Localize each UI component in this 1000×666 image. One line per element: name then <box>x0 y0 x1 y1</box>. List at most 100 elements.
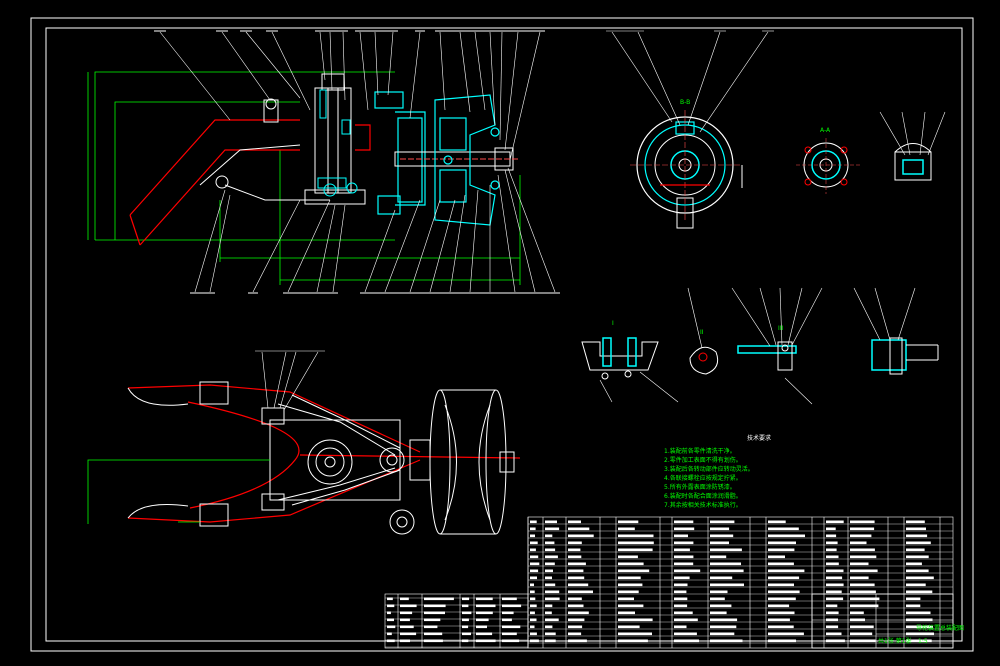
parts-list-entry <box>710 618 738 622</box>
plan-view <box>87 350 521 535</box>
parts-list-entry <box>768 632 804 636</box>
parts-list-entry <box>710 562 741 566</box>
parts-list-entry <box>710 604 732 608</box>
parts-list-entry <box>826 576 843 580</box>
parts-list-entry <box>545 569 553 573</box>
parts-list-entry <box>568 604 584 608</box>
parts-list-entry <box>545 562 555 566</box>
parts-list-entry <box>768 611 795 615</box>
parts-list-entry <box>424 611 445 615</box>
linkage-arm <box>129 119 371 246</box>
parts-list-entry <box>400 625 414 629</box>
parts-list-entry <box>530 618 537 622</box>
parts-list-entry <box>674 548 690 552</box>
parts-list-entry <box>768 604 790 608</box>
parts-list-entry <box>674 639 699 643</box>
plan-green-guides <box>87 459 270 524</box>
parts-list-entry <box>906 639 932 643</box>
vertical-cylinder <box>304 73 366 205</box>
parts-list-entry <box>850 611 864 615</box>
parts-list-entry <box>424 625 438 629</box>
parts-list-entry <box>476 597 493 601</box>
parts-list-entry <box>424 604 446 608</box>
parts-list-entry <box>568 520 581 524</box>
technical-notes: 技术要求 1.装配前各零件清洗干净。 2.零件加工表面不得有划伤。 3.装配后各… <box>664 434 771 509</box>
parts-list-entry <box>710 611 727 615</box>
parts-list-entry <box>545 625 553 629</box>
parts-list-entry <box>618 625 640 629</box>
parts-list-entry <box>618 611 635 615</box>
parts-list-entry <box>530 534 535 538</box>
parts-list-entry <box>618 548 653 552</box>
parts-list-entry <box>710 590 728 594</box>
parts-list-entry <box>710 520 735 524</box>
parts-list-entry <box>850 534 872 538</box>
parts-list-entry <box>530 611 535 615</box>
parts-list-entry <box>906 625 933 629</box>
note-line-1: 1.装配前各零件清洗干净。 <box>664 447 736 455</box>
parts-list-entry <box>502 632 517 636</box>
title-block: 导轮装置总装配图 1:5 共1张 第1张 <box>811 593 964 649</box>
parts-list-entry <box>568 583 589 587</box>
parts-list-entry <box>476 632 493 636</box>
parts-list-entry <box>568 555 582 559</box>
parts-list-entry <box>618 576 641 580</box>
parts-list-entry <box>710 527 730 531</box>
parts-list-entry <box>826 562 839 566</box>
parts-list-entry <box>530 520 537 524</box>
parts-list-entry <box>826 527 836 531</box>
parts-list-entry <box>768 562 794 566</box>
parts-list-entry <box>476 604 496 608</box>
parts-list-entry <box>906 611 931 615</box>
parts-list-entry <box>674 562 694 566</box>
parts-list-entry <box>850 569 878 573</box>
parts-list-entry <box>568 527 590 531</box>
note-line-6: 6.装配时各配合面涂润滑脂。 <box>664 492 742 500</box>
parts-list-entry <box>568 618 585 622</box>
parts-list-entry <box>530 590 535 594</box>
parts-list-entry <box>768 527 799 531</box>
parts-list-entry <box>545 520 557 524</box>
parts-list-entry <box>530 632 537 636</box>
parts-list-entry <box>400 604 417 608</box>
parts-list-entry <box>568 639 587 643</box>
parts-list-entry <box>850 604 879 608</box>
parts-list-entry <box>826 534 837 538</box>
parts-list-entry <box>850 562 869 566</box>
parts-list-entry <box>850 541 867 545</box>
plan-white-outline <box>127 381 515 535</box>
flange-view: A-A <box>796 111 946 194</box>
parts-list-entry <box>906 534 928 538</box>
parts-list-entry <box>400 639 410 643</box>
parts-list-entry <box>674 590 687 594</box>
parts-list-entry <box>568 632 582 636</box>
detail-label-1: I <box>612 320 614 327</box>
parts-list-entry <box>674 520 694 524</box>
parts-list-entry <box>462 618 469 622</box>
parts-list-entry <box>530 555 539 559</box>
parts-list-entry <box>618 639 648 643</box>
parts-list-entry <box>826 604 838 608</box>
parts-list-entry <box>502 618 512 622</box>
parts-list-entry <box>568 611 589 615</box>
parts-list-entry <box>618 569 650 573</box>
parts-list-entry <box>618 618 653 622</box>
parts-list-entry <box>710 632 735 636</box>
parts-list-entry <box>710 583 744 587</box>
parts-list-entry <box>462 611 472 615</box>
parts-list-entry <box>826 611 839 615</box>
note-line-5: 5.所有外露表面涂防锈漆。 <box>664 483 736 491</box>
parts-list-entry <box>530 541 538 545</box>
parts-list-entry <box>530 583 534 587</box>
parts-list-entry <box>826 632 842 636</box>
parts-list-entry <box>502 597 517 601</box>
parts-list-entry <box>768 541 796 545</box>
parts-list-entry <box>568 625 583 629</box>
parts-list-entry <box>545 604 553 608</box>
parts-list-entry <box>826 583 844 587</box>
parts-list-entry <box>768 639 796 643</box>
parts-list-entry <box>826 590 842 594</box>
parts-list-entries <box>387 520 934 643</box>
guide-wheel-section <box>434 94 500 226</box>
